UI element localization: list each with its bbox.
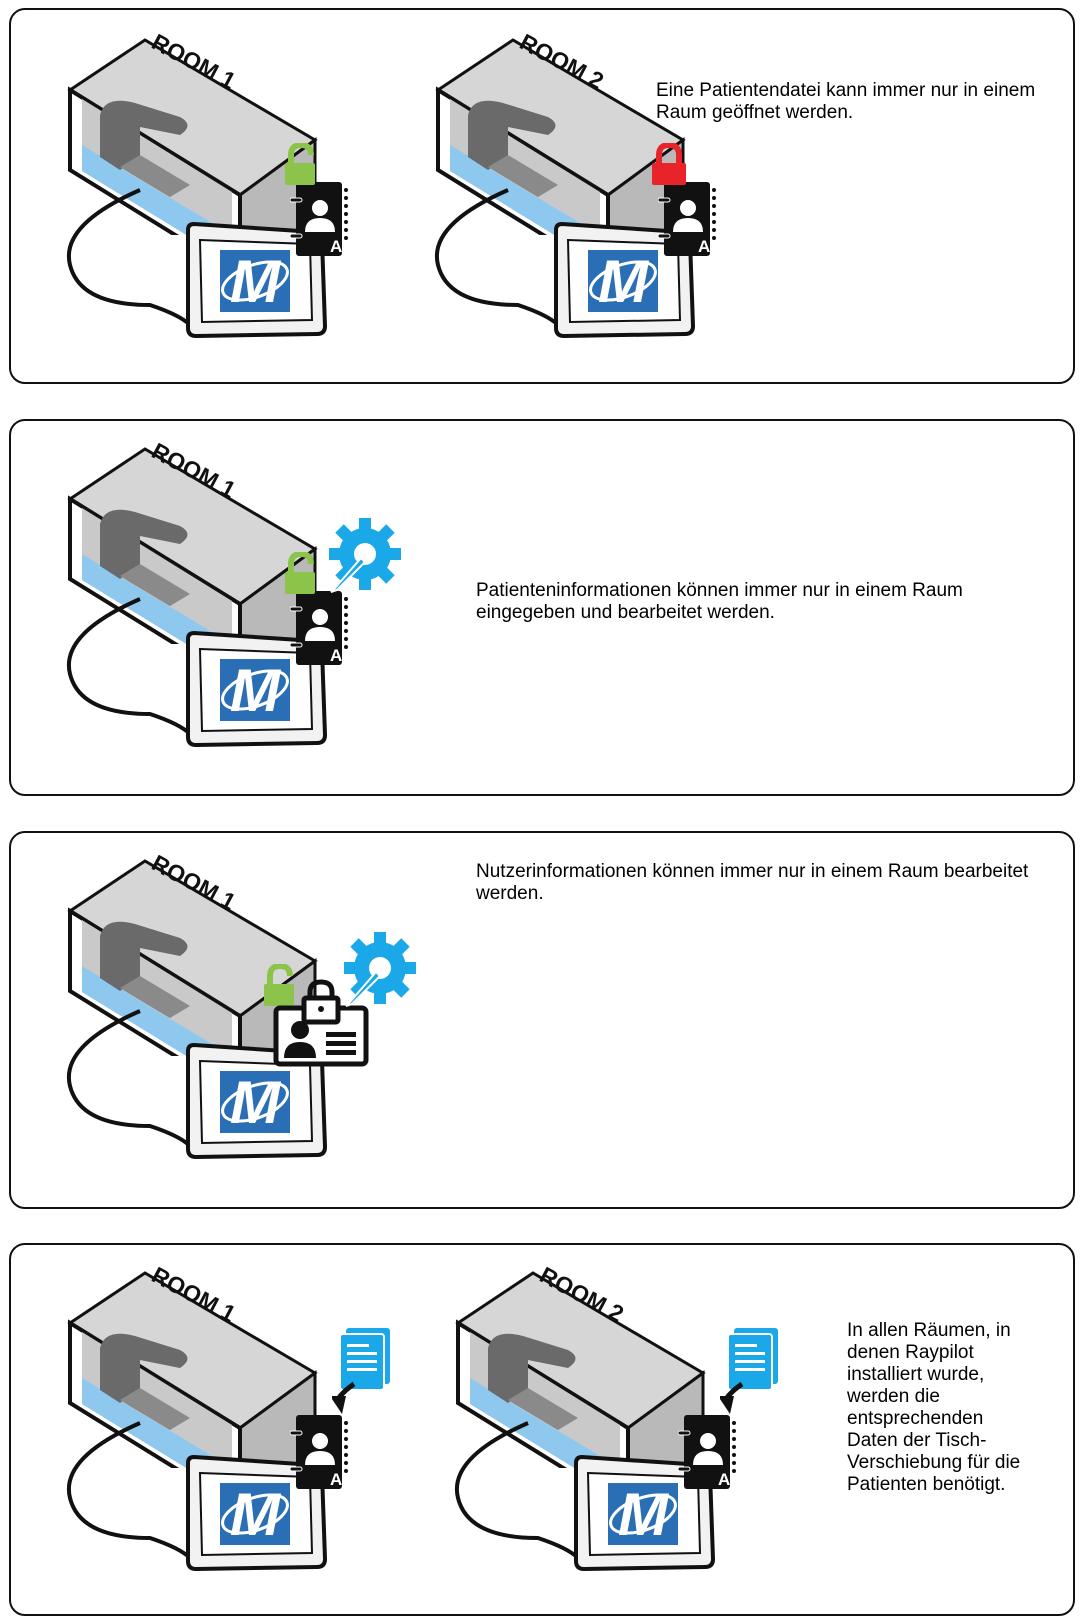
room-2-illustration: ROOM 2 A: [454, 1261, 808, 1571]
svg-text:A: A: [330, 237, 342, 256]
caption: Patienteninformationen können immer nur …: [476, 580, 963, 623]
svg-text:A: A: [698, 237, 710, 256]
caption: Nutzerinformationen können immer nur in …: [476, 861, 1029, 904]
room-1-illustration: ROOM 1 A: [66, 1261, 420, 1571]
svg-text:A: A: [330, 1470, 342, 1489]
caption: Eine Patientendatei kann immer nur in ei…: [656, 80, 1036, 123]
room-2-illustration: ROOM 2 A: [434, 28, 717, 338]
document-icon: [330, 1328, 390, 1414]
room-1-illustration: ROOM 1 A: [66, 28, 349, 338]
caption: In allen Räumen, in denen Raypilot insta…: [847, 1320, 1021, 1495]
room-1-illustration: ROOM 1 A: [66, 437, 402, 747]
svg-text:A: A: [330, 646, 342, 665]
svg-text:A: A: [718, 1470, 730, 1489]
gear-pencil-icon: [328, 517, 402, 593]
room-1-illustration: ROOM 1: [66, 849, 417, 1159]
document-icon: [718, 1328, 778, 1414]
gear-pencil-icon: [343, 931, 417, 1007]
